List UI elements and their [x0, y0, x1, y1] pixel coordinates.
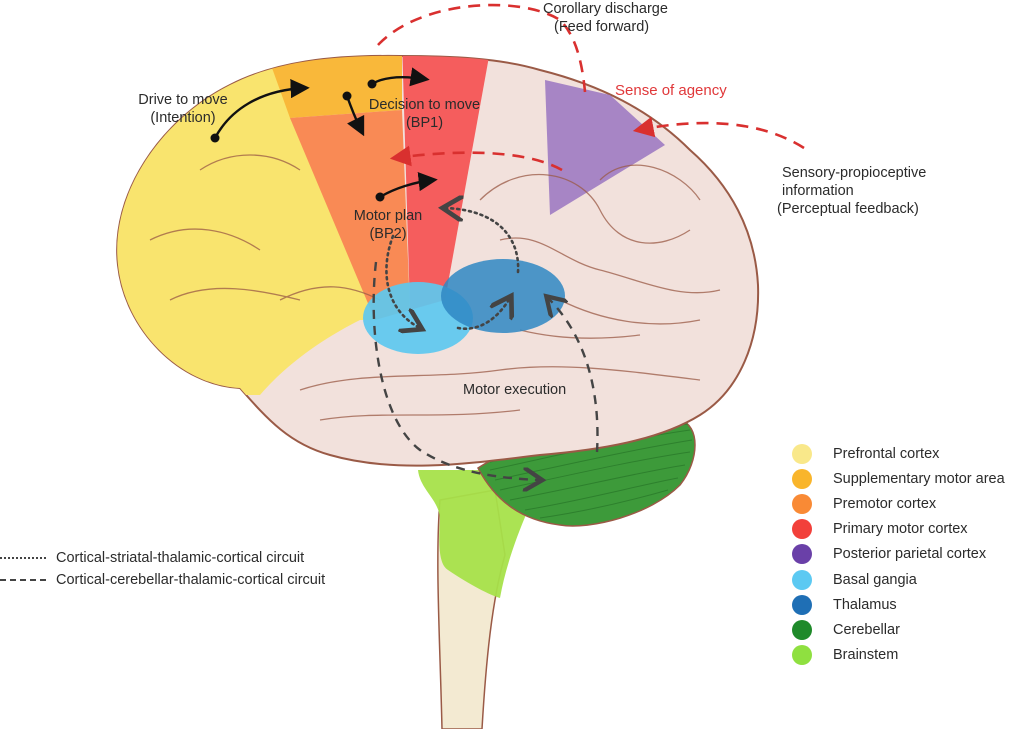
dot-motor-plan: [375, 192, 385, 202]
legend-label: Prefrontal cortex: [833, 445, 940, 462]
legend-item: Prefrontal cortex: [792, 441, 1005, 466]
legend-label: Primary motor cortex: [833, 521, 968, 538]
motor-plan-label: Motor plan (BP2): [338, 207, 438, 243]
corollary-discharge-title: Corollary discharge: [543, 1, 668, 17]
motor-execution-label: Motor execution: [463, 382, 567, 398]
legend-label: Supplementary motor area: [833, 470, 1005, 487]
motor-plan-subtitle: (BP2): [369, 226, 407, 242]
corollary-discharge-arrow: [377, 3, 587, 93]
sensory-feedback-label: Sensory-propioceptive information (Perce…: [777, 164, 926, 218]
dotted-line-icon: [0, 557, 46, 559]
circuit-legend: Cortical-striatal-thalamic-cortical circ…: [0, 547, 325, 591]
legend-label: Premotor cortex: [833, 495, 937, 512]
legend-swatch-icon: [792, 493, 812, 514]
sense-of-agency-label: Sense of agency: [615, 82, 727, 99]
decision-to-move-label: Decision to move (BP1): [352, 96, 497, 132]
brainstem-region: [418, 470, 528, 598]
dot-decision-2: [342, 91, 352, 101]
premotor-region: [290, 110, 410, 320]
drive-to-move-subtitle: (Intention): [150, 110, 216, 126]
circuit-legend-label: Cortical-cerebellar-thalamic-cortical ci…: [56, 572, 326, 588]
drive-to-move-label: Drive to move (Intention): [118, 91, 248, 127]
legend-swatch-icon: [792, 619, 812, 640]
striatal-circuit-path-1: [385, 234, 420, 328]
legend-swatch-icon: [792, 645, 812, 666]
legend-swatch-icon: [792, 519, 812, 540]
parietal-to-motor-arrow: [389, 145, 563, 172]
legend-label: Posterior parietal cortex: [833, 546, 987, 563]
drive-to-move-title: Drive to move: [138, 92, 228, 108]
dashed-line-icon: [0, 579, 46, 581]
legend-label: Cerebellar: [833, 621, 900, 638]
circuit-legend-item: Cortical-cerebellar-thalamic-cortical ci…: [0, 569, 325, 591]
circuit-legend-item: Cortical-striatal-thalamic-cortical circ…: [0, 547, 325, 569]
circuit-legend-label: Cortical-striatal-thalamic-cortical circ…: [56, 550, 305, 566]
legend-swatch-icon: [792, 443, 812, 464]
sensory-feedback-line-3: (Perceptual feedback): [777, 201, 919, 217]
striatal-circuit-path-3: [445, 208, 520, 274]
corollary-discharge-label: Corollary discharge (Feed forward): [543, 0, 668, 36]
sensory-feedback-line-1: Sensory-propioceptive: [782, 165, 927, 181]
sensory-feedback-line-2: information: [782, 183, 854, 199]
legend-item: Cerebellar: [792, 617, 1005, 642]
legend-swatch-icon: [792, 468, 812, 489]
legend-item: Primary motor cortex: [792, 517, 1005, 542]
corollary-discharge-subtitle: (Feed forward): [554, 19, 650, 35]
decision-to-move-subtitle: (BP1): [405, 115, 444, 131]
legend-item: Premotor cortex: [792, 491, 1005, 516]
legend-item: Supplementary motor area: [792, 466, 1005, 491]
legend-label: Thalamus: [833, 596, 897, 613]
decision-to-move-title: Decision to move: [368, 97, 481, 113]
dot-intention: [210, 133, 220, 143]
legend-label: Brainstem: [833, 647, 899, 664]
legend-item: Basal gangia: [792, 567, 1005, 592]
dot-decision-1: [367, 79, 377, 89]
legend-item: Brainstem: [792, 643, 1005, 668]
legend-swatch-icon: [792, 594, 812, 615]
primary-motor-region: [402, 55, 492, 310]
arrow-intention: [213, 79, 310, 139]
legend-label: Basal gangia: [833, 571, 917, 588]
striatal-circuit-path-2: [456, 298, 510, 330]
legend-item: Thalamus: [792, 592, 1005, 617]
legend-swatch-icon: [792, 569, 812, 590]
cerebellar-circuit-path-2: [548, 298, 599, 453]
thalamus-region: [441, 259, 565, 333]
motor-plan-title: Motor plan: [353, 208, 423, 224]
legend-item: Posterior parietal cortex: [792, 542, 1005, 567]
sense-agency-feedback-arrow: [632, 116, 805, 150]
legend-swatch-icon: [792, 544, 812, 565]
cerebellar-circuit-path-1: [372, 261, 540, 480]
posterior-parietal-region: [545, 80, 665, 215]
